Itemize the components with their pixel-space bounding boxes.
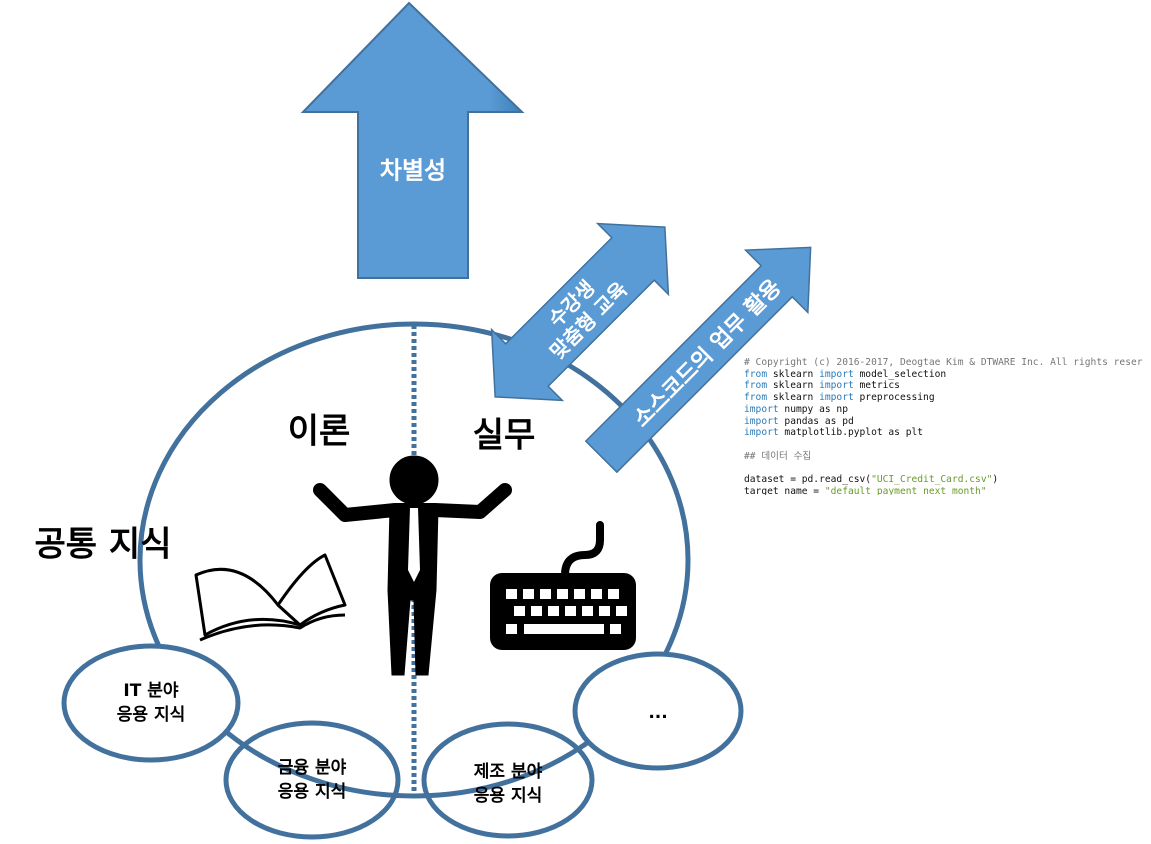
key [591, 589, 602, 599]
code-line: import matplotlib.pyplot as plt [744, 427, 1143, 439]
code-line: target_name = "default_payment_next_mont… [744, 486, 1143, 495]
domain-ellipse-it [61, 643, 241, 763]
double-arrow [490, 222, 670, 402]
domain-line: 응용 지식 [277, 782, 347, 802]
key [557, 589, 568, 599]
key [548, 606, 559, 616]
key [524, 624, 604, 634]
key [582, 606, 593, 616]
key [531, 606, 542, 616]
code-token: from [744, 368, 768, 380]
code-token: from [744, 380, 768, 392]
code-token: "UCI_Credit_Card.csv" [871, 474, 993, 486]
code-token: import [744, 427, 779, 439]
key [506, 589, 517, 599]
key [608, 589, 619, 599]
domain-line: 응용 지식 [116, 705, 186, 725]
code-token: import [819, 392, 854, 404]
code-token: model_selection [853, 368, 947, 380]
code-token: import [744, 415, 779, 427]
domain-ellipse-manufacturing [421, 721, 595, 839]
main-arrow-label: 차별성 [379, 156, 447, 185]
code-token [744, 462, 750, 473]
keyboard-icon [490, 521, 636, 650]
key [506, 624, 517, 634]
key [610, 624, 621, 634]
code-token: from [744, 392, 768, 404]
person-icon [313, 455, 512, 676]
code-line: from sklearn import metrics [744, 380, 1143, 392]
code-token: import [744, 403, 779, 415]
code-line: ## 데이터 수집 [744, 451, 1143, 463]
common-knowledge-label: 공통 지식 [34, 524, 172, 565]
code-token: metrics [853, 380, 900, 392]
code-token: ) [992, 474, 999, 486]
code-token: sklearn [767, 392, 820, 404]
domain-ellipse-finance [223, 720, 401, 840]
code-token: matplotlib.pyplot as plt [778, 427, 924, 439]
code-token [744, 439, 750, 450]
domain-line: 제조 분야 [473, 762, 543, 782]
code-line: from sklearn import preprocessing [744, 392, 1143, 404]
code-token: # Copyright (c) 2016-2017, Deogtae Kim &… [744, 357, 1143, 368]
code-line: dataset = pd.read_csv("UCI_Credit_Card.c… [744, 474, 1143, 486]
code-line [744, 462, 1143, 474]
key [574, 589, 585, 599]
domain-line: 응용 지식 [473, 786, 543, 806]
code-line: # Copyright (c) 2016-2017, Deogtae Kim &… [744, 357, 1143, 369]
code-snippet: # Copyright (c) 2016-2017, Deogtae Kim &… [744, 357, 1143, 495]
right-arrow [584, 246, 812, 474]
code-token: "default_payment_next_month" [824, 485, 987, 495]
key [540, 589, 551, 599]
code-line [744, 439, 1143, 451]
key [616, 606, 627, 616]
practice-label: 실무 [472, 415, 536, 456]
code-token: dataset = pd.read_csv( [744, 474, 872, 486]
key [523, 589, 534, 599]
key [565, 606, 576, 616]
code-line: import pandas as pd [744, 416, 1143, 428]
domain-line: 금융 분야 [277, 758, 347, 778]
code-line: from sklearn import model_selection [744, 369, 1143, 381]
key [514, 606, 525, 616]
code-line: import numpy as np [744, 404, 1143, 416]
code-token: pandas as pd [778, 415, 854, 427]
code-token: sklearn [767, 368, 820, 380]
key [599, 606, 610, 616]
code-token: numpy as np [778, 403, 848, 415]
up-arrow [300, 1, 525, 279]
domain-ellipse-more [572, 651, 744, 771]
code-token: ## 데이터 수집 [744, 450, 812, 462]
code-token: import [819, 368, 854, 380]
domain-label-more: ... [648, 703, 668, 723]
code-token: sklearn [767, 380, 820, 392]
code-token: preprocessing [853, 392, 935, 404]
theory-label: 이론 [287, 411, 351, 452]
code-token: target_name = [744, 485, 825, 495]
code-token: import [819, 380, 854, 392]
book-icon [194, 553, 347, 642]
domain-line: IT 분야 [123, 681, 179, 701]
